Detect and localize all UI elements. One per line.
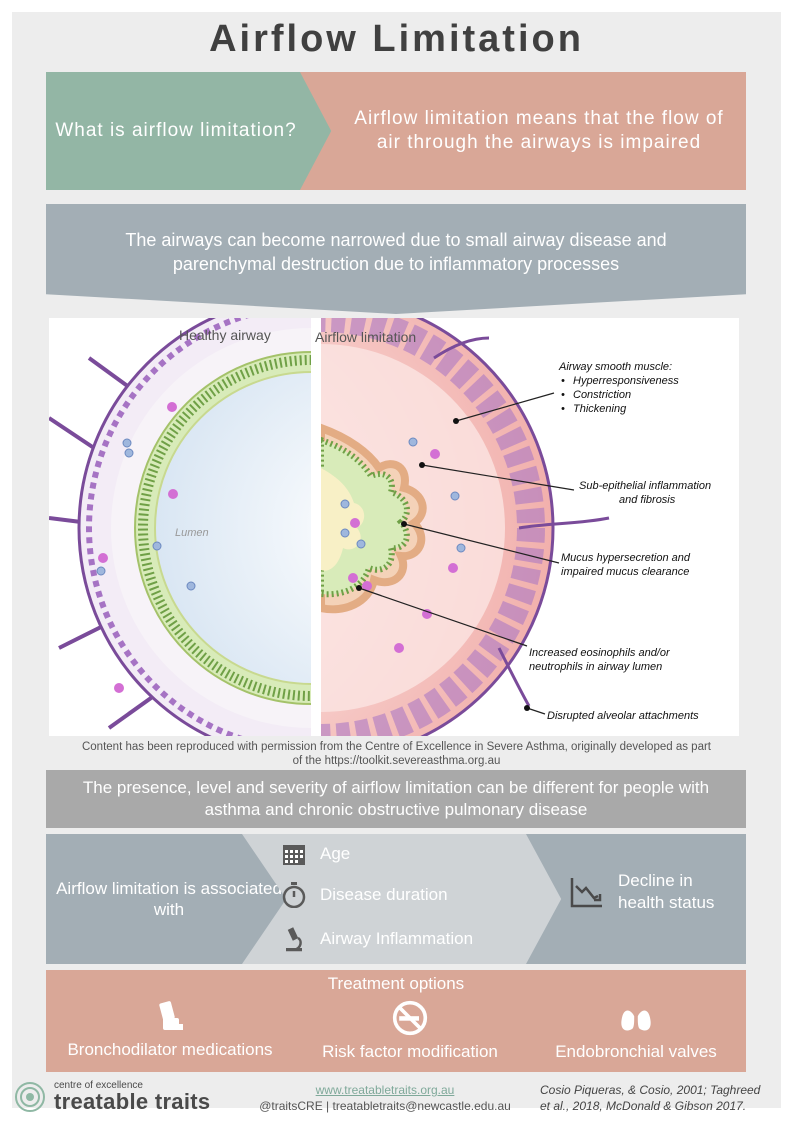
associated-section: Airflow limitation is associated with Ag… [46,834,746,964]
airflow-limitation-label: Airflow limitation [315,329,416,345]
health-decline: Decline in health status [570,870,714,914]
asm-bullet-1: • [561,375,565,387]
declining-chart-icon [570,878,602,908]
asm-bullet-2: • [561,389,565,401]
microscope-icon [286,927,302,952]
footer-contact: www.treatabletraits.org.au @traitsCRE | … [240,1082,530,1114]
factor-age: Age [282,842,350,866]
website-link[interactable]: www.treatabletraits.org.au [315,1083,455,1097]
treatment-title: Treatment options [327,974,465,993]
callout-dots [356,418,530,711]
limited-airway [321,318,610,736]
subepithelial-line-2: and fibrosis [619,494,676,506]
calendar-icon [283,845,305,865]
refs-line-1: Cosio Piqueras, & Cosio, 2001; Taghreed [540,1083,761,1097]
logo-small-text: centre of excellence [54,1080,143,1091]
asm-bullet-3: • [561,403,565,415]
outcome-box [526,834,746,964]
asm-item-1: Hyperresponsiveness [573,375,679,387]
factor-disease-duration-label: Disease duration [320,885,448,904]
contact-text: @traitsCRE | treatabletraits@newcastle.e… [259,1099,511,1113]
eos-line-2: neutrophils in airway lumen [529,661,662,673]
question-box: What is airflow limitation? [46,72,346,190]
lungs-icon [621,1005,651,1031]
mucus-line-1: Mucus hypersecretion and [561,552,691,564]
alveolar-callout: Disrupted alveolar attachments [547,710,699,722]
footer: centre of excellence treatable traits ww… [0,1076,793,1116]
factor-airway-inflammation: Airway Inflammation [282,926,473,952]
stopwatch-icon [282,882,306,908]
factor-disease-duration: Disease duration [282,882,448,908]
eos-line-1: Increased eosinophils and/or [529,647,671,659]
logo-big-text: treatable traits [54,1089,211,1114]
treatment-risk-factor: Risk factor modification [300,1000,520,1062]
logo-rings-icon [15,1081,45,1112]
treatment-bronchodilator-label: Bronchodilator medications [67,1040,273,1059]
associated-label-box: Airflow limitation is associated with [46,834,286,964]
credit-line-2: of the https://toolkit.severeasthma.org.… [292,755,501,767]
callout-lines [358,392,575,715]
treatable-traits-logo: centre of excellence treatable traits [14,1080,210,1113]
footer-references: Cosio Piqueras, & Cosio, 2001; Taghreed … [540,1082,780,1114]
associated-label: Airflow limitation is associated with [56,879,282,919]
mucus-line-2: impaired mucus clearance [561,566,689,578]
presence-text: The presence, level and severity of airf… [82,778,710,819]
question-text: What is airflow limitation? [55,120,297,141]
airway-figure: Healthy airway Lumen A [49,318,739,736]
healthy-airway-label: Healthy airway [179,327,271,343]
asm-item-2: Constriction [573,389,631,401]
treatment-section: Treatment options Bronchodilator medicat… [46,970,746,1072]
asm-item-3: Thickening [573,403,627,415]
factor-age-label: Age [320,844,351,863]
presence-box: The presence, level and severity of airf… [46,770,746,828]
asm-title: Airway smooth muscle: [558,361,672,373]
no-smoking-icon [392,1000,428,1036]
treatment-bronchodilator: Bronchodilator medications [52,1000,288,1060]
page-title: Airflow Limitation [209,18,584,60]
treatment-endobronchial: Endobronchial valves [532,1000,740,1062]
inhaler-icon [159,1001,183,1030]
narrowing-box: The airways can become narrowed due to s… [46,204,746,314]
credit-note: Content has been reproduced with permiss… [40,740,753,768]
lumen-label: Lumen [175,527,209,539]
refs-line-2: et al., 2018, McDonald & Gibson 2017. [540,1099,747,1113]
treatment-endobronchial-label: Endobronchial valves [555,1042,717,1061]
decline-line-1: Decline in [618,871,693,890]
factor-airway-inflammation-label: Airway Inflammation [320,929,474,948]
credit-line-1: Content has been reproduced with permiss… [81,741,711,753]
decline-line-2: health status [618,893,715,912]
subepithelial-line-1: Sub-epithelial inflammation [579,480,711,492]
answer-box: Airflow limitation means that the flow o… [300,72,746,190]
narrowing-text: The airways can become narrowed due to s… [125,230,667,274]
airway-illustration: Healthy airway Lumen A [49,318,711,736]
healthy-airway [49,318,311,736]
answer-text: Airflow limitation means that the flow o… [354,108,724,153]
treatment-risk-factor-label: Risk factor modification [322,1042,498,1061]
